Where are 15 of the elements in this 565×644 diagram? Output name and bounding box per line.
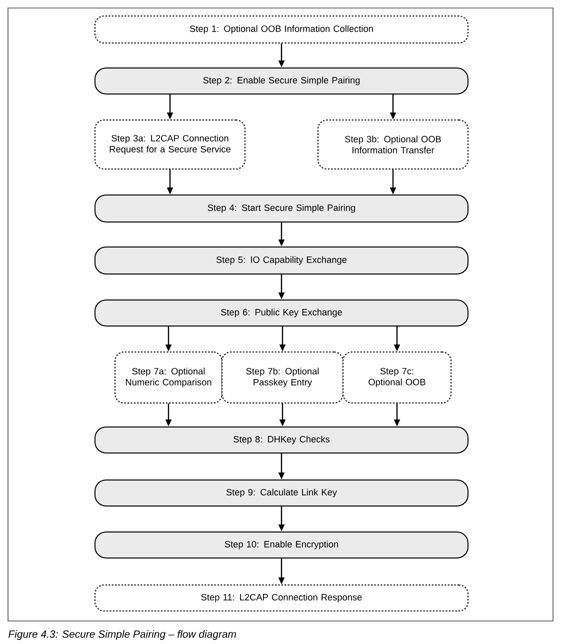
optional-step-box: Step 1: Optional OOB Information Collection [94,16,468,44]
optional-step-box: Step 3a: L2CAP Connection Request for a Secure Service [94,120,246,170]
optional-step-box: Step 11: L2CAP Connection Response [94,584,468,612]
step-box: Step 6: Public Key Exchange [94,300,468,326]
figure-caption: Figure 4.3: Secure Simple Pairing – flow diagram [8,630,236,640]
optional-step-box: Step 7a: Optional Numeric Comparison [114,352,222,404]
optional-step-box: Step 3b: Optional OOB Information Transfer [318,120,468,170]
step-box: Step 8: DHKey Checks [94,426,468,454]
step-box: Step 2: Enable Secure Simple Pairing [94,68,468,94]
optional-step-box: Step 7b: Optional Passkey Entry [222,352,344,404]
optional-step-box: Step 7c: Optional OOB [342,352,452,404]
step-box: Step 9: Calculate Link Key [94,480,468,506]
step-box: Step 10: Enable Encryption [94,532,468,558]
step-box: Step 4: Start Secure Simple Pairing [94,194,468,222]
step-box: Step 5: IO Capability Exchange [94,246,468,274]
